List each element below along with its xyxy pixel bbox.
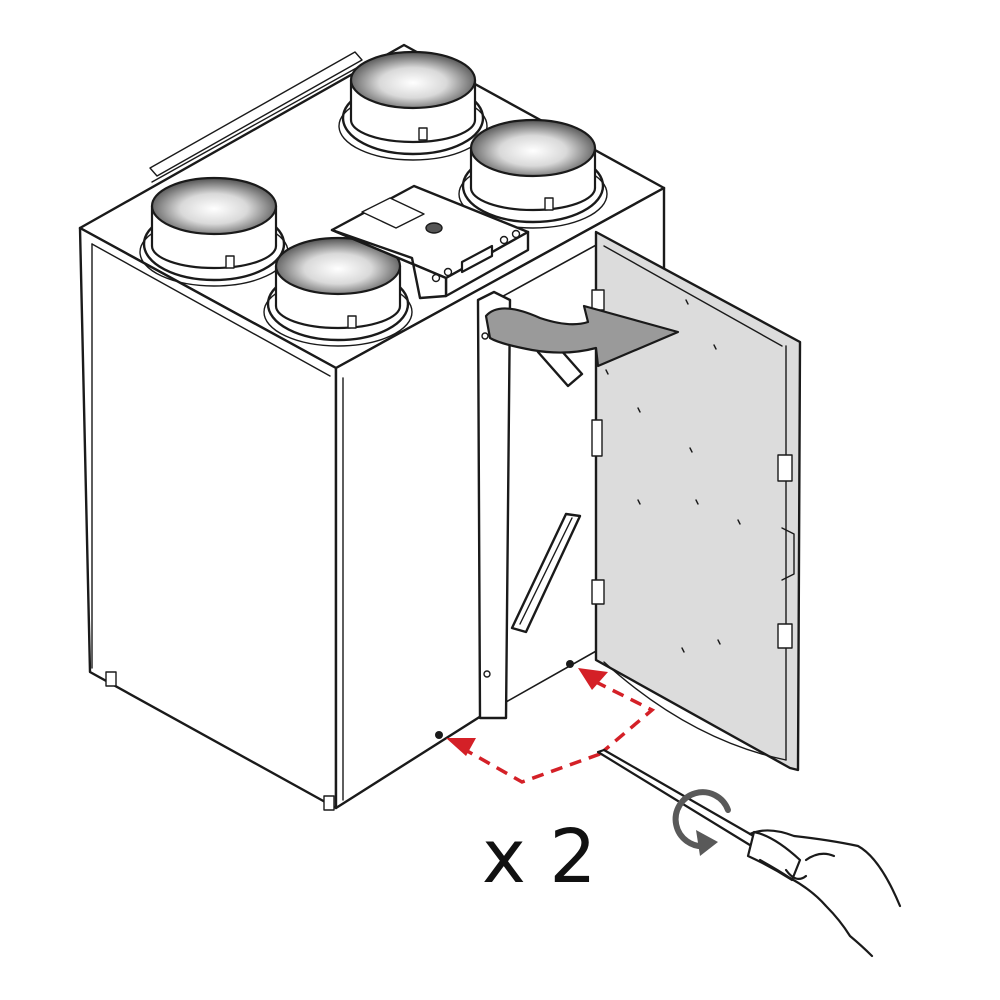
screw-guide-path [461,746,601,784]
arrow-head-left [446,738,476,756]
screw-hole-right [566,660,574,668]
screw-hole-left [435,731,443,739]
duct-collar-left [139,176,289,287]
duct-collar-right [458,118,608,229]
count-label: x 2 [482,814,597,900]
door-frame-strip [476,290,512,720]
door-panel [594,230,802,772]
cabinet [78,43,666,811]
hand-icon [748,829,902,958]
duct-collar-back [338,50,488,161]
arrow-head-right [578,668,608,690]
access-door [591,230,802,772]
control-panel [330,184,530,300]
rotate-ccw-icon [672,789,731,856]
display-screen [460,244,494,274]
open-door-arrow-icon [484,304,680,368]
duct-collar-front [263,236,413,347]
top-rail [149,51,363,177]
filter-rail-lower [510,512,582,634]
screw-guide-path-2 [587,676,656,756]
